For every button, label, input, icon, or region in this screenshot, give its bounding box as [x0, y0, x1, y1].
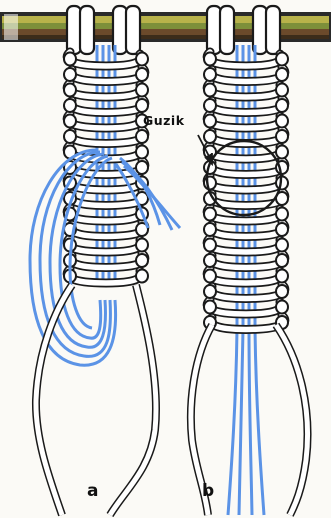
b-knot-side-17-r: [276, 300, 288, 313]
a-knot-side-5-l: [64, 114, 76, 127]
b-knot-side-14-r: [276, 254, 288, 267]
a-knot-side-6-l: [64, 130, 76, 143]
a-knot-side-14-r: [136, 254, 148, 267]
a-knot-side-7-r: [136, 145, 148, 158]
b-knot-side-17-l: [204, 300, 216, 313]
guzik-label: Guzik: [143, 113, 185, 128]
a-knot-side-3-l: [64, 83, 76, 96]
b-knot-side-13-r: [276, 238, 288, 251]
b-knot-side-5-l: [204, 114, 216, 127]
figure-b-label: b: [202, 481, 214, 501]
a-knot-side-13-r: [136, 238, 148, 251]
b-knot-side-1-l: [204, 52, 216, 65]
b-knot-side-11-r: [276, 207, 288, 220]
b-knot-side-6-r: [276, 130, 288, 143]
b-knot-side-15-r: [276, 269, 288, 282]
b-knot-side-14-l: [204, 254, 216, 267]
b-knot-side-5-r: [276, 114, 288, 127]
square-knots-a: [64, 52, 148, 283]
a-knot-side-3-r: [136, 83, 148, 96]
b-knot-side-9-l: [204, 176, 216, 189]
a-knot-side-15-r: [136, 269, 148, 282]
figure-a-label: a: [87, 481, 98, 501]
a-knot-side-1-r: [136, 52, 148, 65]
b-knot-side-1-r: [276, 52, 288, 65]
dowel-rod: [0, 12, 331, 42]
b-knot-side-12-l: [204, 223, 216, 236]
b-knot-side-4-r: [276, 99, 288, 112]
b-knot-side-11-l: [204, 207, 216, 220]
b-knot-side-13-l: [204, 238, 216, 251]
b-knot-side-16-r: [276, 285, 288, 298]
b-knot-side-2-l: [204, 68, 216, 81]
a-knot-side-2-l: [64, 68, 76, 81]
figure-a: [30, 6, 180, 515]
a-knot-side-1-l: [64, 52, 76, 65]
b-knot-side-3-r: [276, 83, 288, 96]
b-knot-side-7-r: [276, 145, 288, 158]
a-knot-side-8-r: [136, 161, 148, 174]
b-knot-side-2-r: [276, 68, 288, 81]
b-knot-side-3-l: [204, 83, 216, 96]
b-knot-side-16-l: [204, 285, 216, 298]
b-knot-side-6-l: [204, 130, 216, 143]
b-knot-side-4-l: [204, 99, 216, 112]
figure-b: [191, 6, 308, 515]
a-knot-side-4-r: [136, 99, 148, 112]
b-knot-side-15-l: [204, 269, 216, 282]
a-knot-side-4-l: [64, 99, 76, 112]
b-knot-side-12-r: [276, 223, 288, 236]
a-knot-side-6-r: [136, 130, 148, 143]
square-knots-b: [204, 52, 288, 329]
a-knot-side-2-r: [136, 68, 148, 81]
